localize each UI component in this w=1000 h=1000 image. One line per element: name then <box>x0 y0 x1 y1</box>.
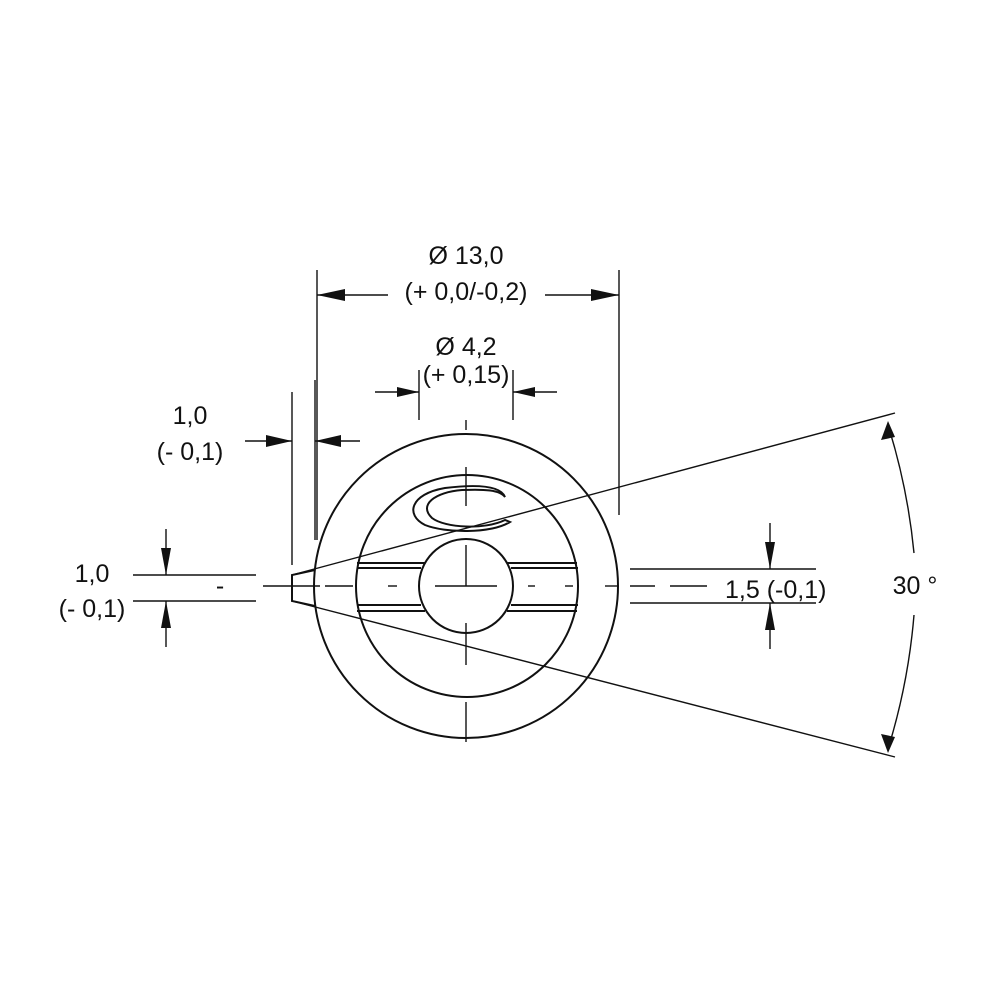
slot <box>357 562 578 612</box>
angle-line-upper <box>291 412 896 576</box>
pointer-tip <box>291 569 316 607</box>
pointer-offset-value: 1,0 <box>173 402 208 430</box>
logo-c <box>412 485 513 532</box>
slot-width-dimension <box>630 523 816 649</box>
hole-diameter-dimension <box>375 370 557 420</box>
dash-mark: - <box>216 572 224 600</box>
pointer-width-tolerance: (- 0,1) <box>59 595 126 623</box>
angle-label: 30 ° <box>893 572 938 600</box>
angle-dimension <box>881 421 915 753</box>
outer-diameter-tolerance: (+ 0,0/-0,2) <box>405 278 528 306</box>
center-lines <box>263 420 707 742</box>
pointer-offset-dimension <box>245 380 360 565</box>
pointer-width-value: 1,0 <box>75 560 110 588</box>
pointer-width-dimension <box>133 529 256 647</box>
hole-diameter-tolerance: (+ 0,15) <box>423 361 510 389</box>
outer-diameter-value: Ø 13,0 <box>428 242 503 270</box>
hole-diameter-value: Ø 4,2 <box>435 333 496 361</box>
angle-line-lower <box>291 600 896 758</box>
inner-circle <box>355 474 579 698</box>
outer-diameter-dimension <box>316 270 620 540</box>
pointer-offset-tolerance: (- 0,1) <box>157 438 224 466</box>
slot-width-label: 1,5 (-0,1) <box>725 576 826 604</box>
